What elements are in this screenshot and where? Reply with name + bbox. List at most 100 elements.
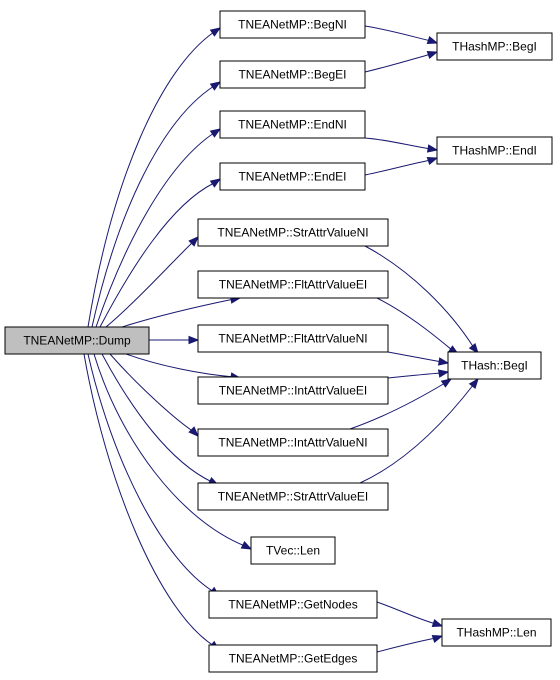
arrowhead-icon (209, 81, 222, 91)
node-label: TNEANetMP::StrAttrValueNI (217, 226, 368, 240)
node-box (197, 324, 389, 353)
edge-line (125, 353, 235, 378)
node-box (250, 536, 336, 565)
node-box (4, 326, 150, 355)
edge-line (121, 298, 235, 328)
node-box (219, 110, 366, 139)
node-box (219, 10, 366, 39)
edge-line (105, 241, 194, 328)
arrowhead-icon (188, 426, 199, 437)
edge-line (387, 372, 443, 379)
node-box (436, 136, 553, 165)
node-tveclen[interactable]: TVec::Len (250, 536, 336, 565)
node-box (197, 270, 389, 299)
edge-line (364, 137, 432, 150)
edge-line (364, 53, 432, 73)
node-box (219, 162, 366, 191)
edge-line (87, 353, 215, 593)
edge-dump-begni (87, 27, 222, 328)
edge-line (364, 245, 475, 349)
arrowhead-icon (431, 618, 444, 628)
node-thashmpendi[interactable]: THashMP::EndI (436, 136, 553, 165)
arrowhead-icon (426, 50, 439, 60)
edge-line (91, 85, 215, 328)
node-box (219, 60, 366, 89)
node-intattrvalueei[interactable]: TNEANetMP::IntAttrValueEI (197, 376, 389, 405)
edge-line (376, 637, 437, 653)
edge-fltattrvalueni-thashbegi (387, 351, 450, 366)
edge-line (376, 297, 453, 351)
node-endni[interactable]: TNEANetMP::EndNI (219, 110, 366, 139)
node-box (436, 32, 553, 61)
node-fltattrvalueni[interactable]: TNEANetMP::FltAttrValueNI (197, 324, 389, 353)
node-strattrvalueei[interactable]: TNEANetMP::StrAttrValueEI (197, 482, 389, 511)
edge-line (95, 132, 215, 328)
node-label: TNEANetMP::EndNI (238, 118, 347, 132)
node-getedges[interactable]: TNEANetMP::GetEdges (208, 644, 378, 673)
call-nodes: TNEANetMP::Dump TNEANetMP::BegNITNEANetMP… (4, 10, 553, 673)
edge-dump-strattrvalueni (105, 236, 199, 328)
edge-dump-endni (95, 128, 222, 328)
arrowhead-icon (209, 178, 222, 188)
arrowhead-icon (209, 27, 222, 37)
node-box (441, 618, 552, 647)
edge-line (387, 351, 443, 363)
edge-line (359, 383, 475, 484)
node-dump[interactable]: TNEANetMP::Dump (4, 326, 150, 355)
arrowhead-icon (240, 540, 253, 550)
node-label: THashMP::BegI (452, 40, 537, 54)
node-label: THash::BegI (461, 359, 528, 373)
arrowhead-icon (426, 156, 439, 166)
edge-strattrvalueei-thashbegi (359, 377, 479, 484)
edge-dump-endei (99, 178, 222, 328)
arrowhead-icon (188, 236, 199, 247)
node-intattrvalueni[interactable]: TNEANetMP::IntAttrValueNI (197, 428, 389, 457)
node-thashbegi[interactable]: THash::BegI (447, 351, 542, 380)
node-strattrvalueni[interactable]: TNEANetMP::StrAttrValueNI (197, 218, 389, 247)
node-thashmpbegi[interactable]: THashMP::BegI (436, 32, 553, 61)
edge-line (376, 601, 437, 625)
edge-line (87, 31, 215, 328)
node-endei[interactable]: TNEANetMP::EndEI (219, 162, 366, 191)
edge-dump-fltattrvalueni (149, 335, 200, 345)
node-label: TNEANetMP::GetEdges (229, 652, 358, 666)
node-box (208, 590, 378, 619)
edge-dump-begei (91, 81, 222, 328)
node-box (447, 351, 542, 380)
node-begni[interactable]: TNEANetMP::BegNI (219, 10, 366, 39)
edge-line (101, 353, 213, 483)
arrowhead-icon (437, 357, 450, 366)
edge-endei-thashmpendi (364, 156, 439, 176)
node-fltattrvalueei[interactable]: TNEANetMP::FltAttrValueEI (197, 270, 389, 299)
edge-line (83, 353, 215, 647)
arrowhead-icon (188, 335, 200, 345)
edge-getnodes-thashmplen (376, 601, 444, 628)
edge-intattrvalueni-thashbegi (349, 378, 453, 430)
node-label: TNEANetMP::StrAttrValueEI (218, 490, 369, 504)
edge-dump-tveclen (93, 353, 253, 550)
arrowhead-icon (468, 377, 479, 390)
edge-dump-fltattrvalueei (121, 295, 242, 328)
node-begei[interactable]: TNEANetMP::BegEI (219, 60, 366, 89)
edge-endni-thashmpendi (364, 137, 439, 153)
node-box (197, 376, 389, 405)
node-thashmplen[interactable]: THashMP::Len (441, 618, 552, 647)
arrowhead-icon (426, 35, 439, 45)
edge-intattrvalueei-thashbegi (387, 369, 450, 379)
node-label: TVec::Len (266, 544, 320, 558)
edge-fltattrvalueei-thashbegi (376, 297, 460, 355)
edge-getedges-thashmplen (376, 634, 444, 653)
edge-line (364, 25, 432, 42)
edge-begni-thashmpbegi (364, 25, 439, 45)
edge-line (109, 353, 195, 433)
node-label: THashMP::Len (456, 626, 536, 640)
edge-strattrvalueni-thashbegi (364, 245, 479, 355)
node-label: TNEANetMP::FltAttrValueEI (219, 278, 367, 292)
arrowhead-icon (437, 369, 450, 378)
edge-line (349, 382, 446, 430)
node-label: TNEANetMP::BegEI (238, 68, 346, 82)
node-getnodes[interactable]: TNEANetMP::GetNodes (208, 590, 378, 619)
node-label: TNEANetMP::IntAttrValueNI (218, 436, 367, 450)
node-box (197, 428, 389, 457)
